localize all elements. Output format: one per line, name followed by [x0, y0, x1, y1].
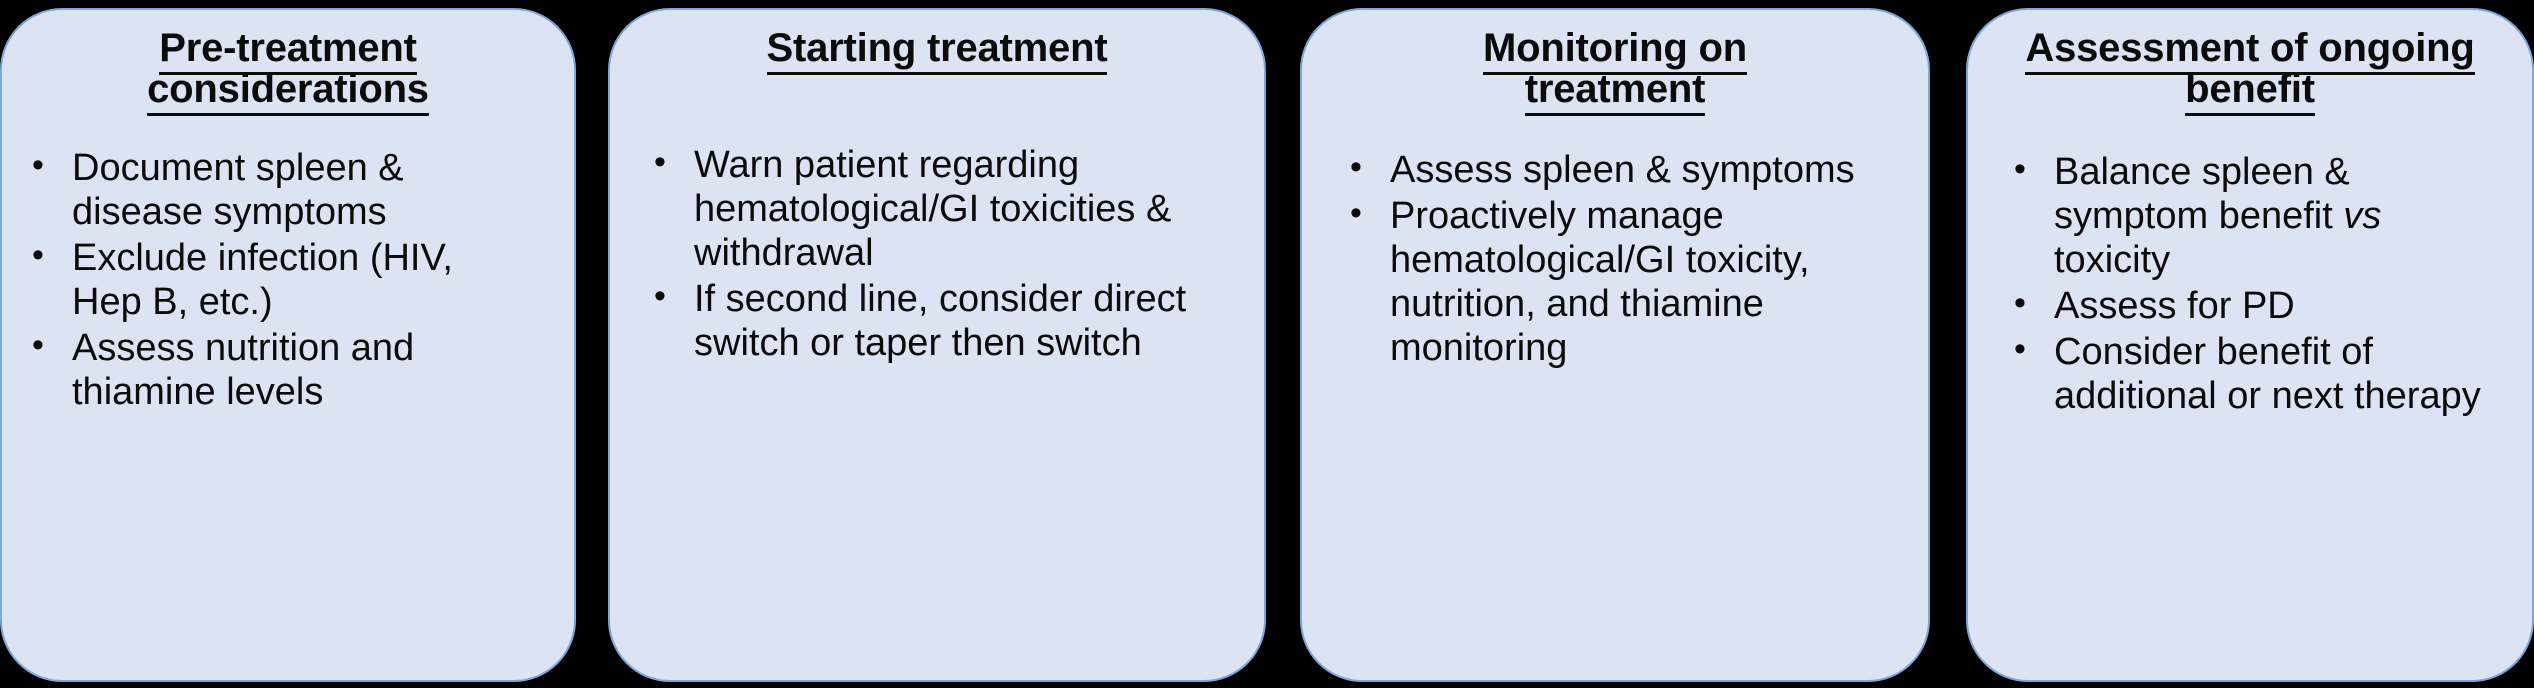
list-item: Document spleen & disease symptoms — [26, 146, 530, 234]
bullet-list: Warn patient regarding hematological/GI … — [628, 143, 1246, 365]
card-title: Assessment of ongoing benefit — [1986, 26, 2514, 116]
card-title-line: treatment — [1524, 66, 1705, 116]
list-item: If second line, consider direct switch o… — [648, 277, 1226, 365]
card-title-line: benefit — [2185, 66, 2315, 116]
card-title-line: considerations — [147, 66, 429, 116]
list-item: Consider benefit of additional or next t… — [2008, 330, 2502, 418]
card-title-line: Assessment of ongoing — [2025, 26, 2475, 75]
card-monitoring-on-treatment[interactable]: Monitoring on treatment Assess spleen & … — [1300, 8, 1930, 682]
list-item-emphasis: vs — [2343, 194, 2382, 237]
card-content: Pre-treatment considerations Document sp… — [2, 10, 574, 416]
card-title: Monitoring on treatment — [1320, 26, 1910, 116]
card-title-line: Monitoring on — [1483, 26, 1747, 75]
list-item: Exclude infection (HIV, Hep B, etc.) — [26, 236, 530, 324]
bullet-list-wrap: Warn patient regarding hematological/GI … — [628, 69, 1246, 365]
card-title: Pre-treatment considerations — [20, 26, 556, 116]
card-starting-treatment[interactable]: Starting treatment Warn patient regardin… — [608, 8, 1266, 682]
list-item: Warn patient regarding hematological/GI … — [648, 143, 1226, 275]
card-title-line: Starting treatment — [766, 26, 1108, 75]
bullet-list-wrap: Document spleen & disease symptoms Exclu… — [20, 110, 556, 414]
card-pre-treatment-considerations[interactable]: Pre-treatment considerations Document sp… — [0, 8, 576, 682]
list-item: Proactively manage hematological/GI toxi… — [1344, 194, 1894, 370]
bullet-list: Balance spleen & symptom benefit vs toxi… — [1986, 150, 2514, 418]
card-title: Starting treatment — [628, 26, 1246, 75]
bullet-list: Document spleen & disease symptoms Exclu… — [20, 146, 556, 414]
card-title-line: Pre-treatment — [159, 26, 417, 75]
card-assessment-of-ongoing-benefit[interactable]: Assessment of ongoing benefit Balance sp… — [1966, 8, 2534, 682]
card-content: Monitoring on treatment Assess spleen & … — [1302, 10, 1928, 372]
list-item: Balance spleen & symptom benefit vs toxi… — [2008, 150, 2502, 282]
list-item: Assess nutrition and thiamine levels — [26, 326, 530, 414]
bullet-list-wrap: Balance spleen & symptom benefit vs toxi… — [1986, 110, 2514, 418]
bullet-list-wrap: Assess spleen & symptoms Proactively man… — [1320, 110, 1910, 370]
bullet-list: Assess spleen & symptoms Proactively man… — [1320, 148, 1910, 370]
card-content: Assessment of ongoing benefit Balance sp… — [1968, 10, 2532, 420]
list-item-text: Balance spleen & symptom benefit — [2054, 150, 2350, 237]
card-content: Starting treatment Warn patient regardin… — [610, 10, 1264, 367]
list-item: Assess for PD — [2008, 284, 2502, 328]
list-item-text: toxicity — [2054, 238, 2171, 281]
list-item: Assess spleen & symptoms — [1344, 148, 1894, 192]
